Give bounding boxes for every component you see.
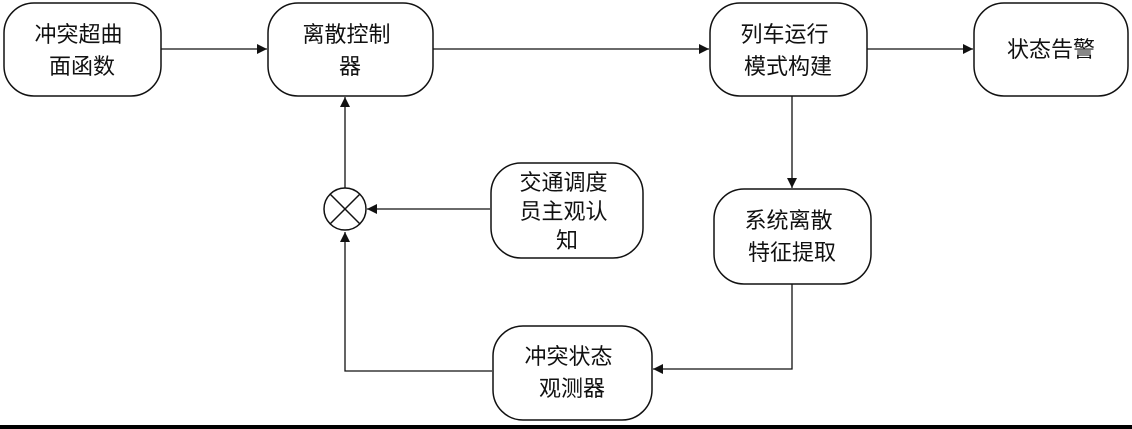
- node-feature-extraction: 系统离散 特征提取: [713, 188, 872, 285]
- summing-junction-icon: [323, 187, 367, 231]
- node-discrete-controller: 离散控制 器: [267, 2, 434, 97]
- node-state-observer-line-2: 观测器: [539, 377, 605, 402]
- node-dispatcher-cognition-line-2: 员主观认: [519, 200, 607, 225]
- svg-text:冲突状态 观测器: 冲突状态 观测器: [524, 345, 619, 402]
- arrow-observer-to-junction: [340, 232, 492, 372]
- node-conflict-hypersurface: 冲突超曲 面函数: [3, 2, 162, 97]
- node-conflict-hypersurface-line-2: 面函数: [49, 55, 115, 80]
- svg-text:系统离散 特征提取: 系统离散 特征提取: [744, 209, 839, 266]
- node-feature-extraction-line-2: 特征提取: [748, 241, 836, 266]
- node-dispatcher-cognition: 交通调度 员主观认 知: [490, 162, 644, 259]
- node-conflict-hypersurface-line-1: 冲突超曲: [34, 23, 122, 48]
- node-train-mode-build-line-1: 列车运行: [740, 23, 828, 48]
- svg-text:冲突超曲 面函数: 冲突超曲 面函数: [34, 23, 129, 80]
- svg-text:离散控制 器: 离散控制 器: [302, 23, 397, 80]
- node-discrete-controller-line-1: 离散控制: [302, 23, 390, 48]
- svg-text:列车运行 模式构建: 列车运行 模式构建: [740, 23, 835, 80]
- node-discrete-controller-line-2: 器: [339, 55, 361, 80]
- node-train-mode-build: 列车运行 模式构建: [709, 2, 868, 97]
- bottom-rule: [0, 425, 1132, 429]
- node-dispatcher-cognition-line-1: 交通调度: [519, 171, 607, 196]
- arrow-feature-extraction-to-observer: [653, 284, 793, 374]
- node-state-observer: 冲突状态 观测器: [492, 325, 653, 421]
- node-state-observer-line-1: 冲突状态: [524, 345, 612, 370]
- svg-text:状态告警: 状态告警: [1007, 38, 1095, 63]
- node-feature-extraction-line-1: 系统离散: [744, 209, 832, 234]
- svg-text:交通调度 员主观认 知: 交通调度 员主观认 知: [519, 171, 614, 254]
- node-status-alarm-line-1: 状态告警: [1007, 38, 1095, 63]
- node-dispatcher-cognition-line-3: 知: [556, 229, 578, 254]
- node-train-mode-build-line-2: 模式构建: [744, 55, 832, 80]
- connectors: [161, 44, 973, 374]
- node-status-alarm: 状态告警: [973, 2, 1129, 97]
